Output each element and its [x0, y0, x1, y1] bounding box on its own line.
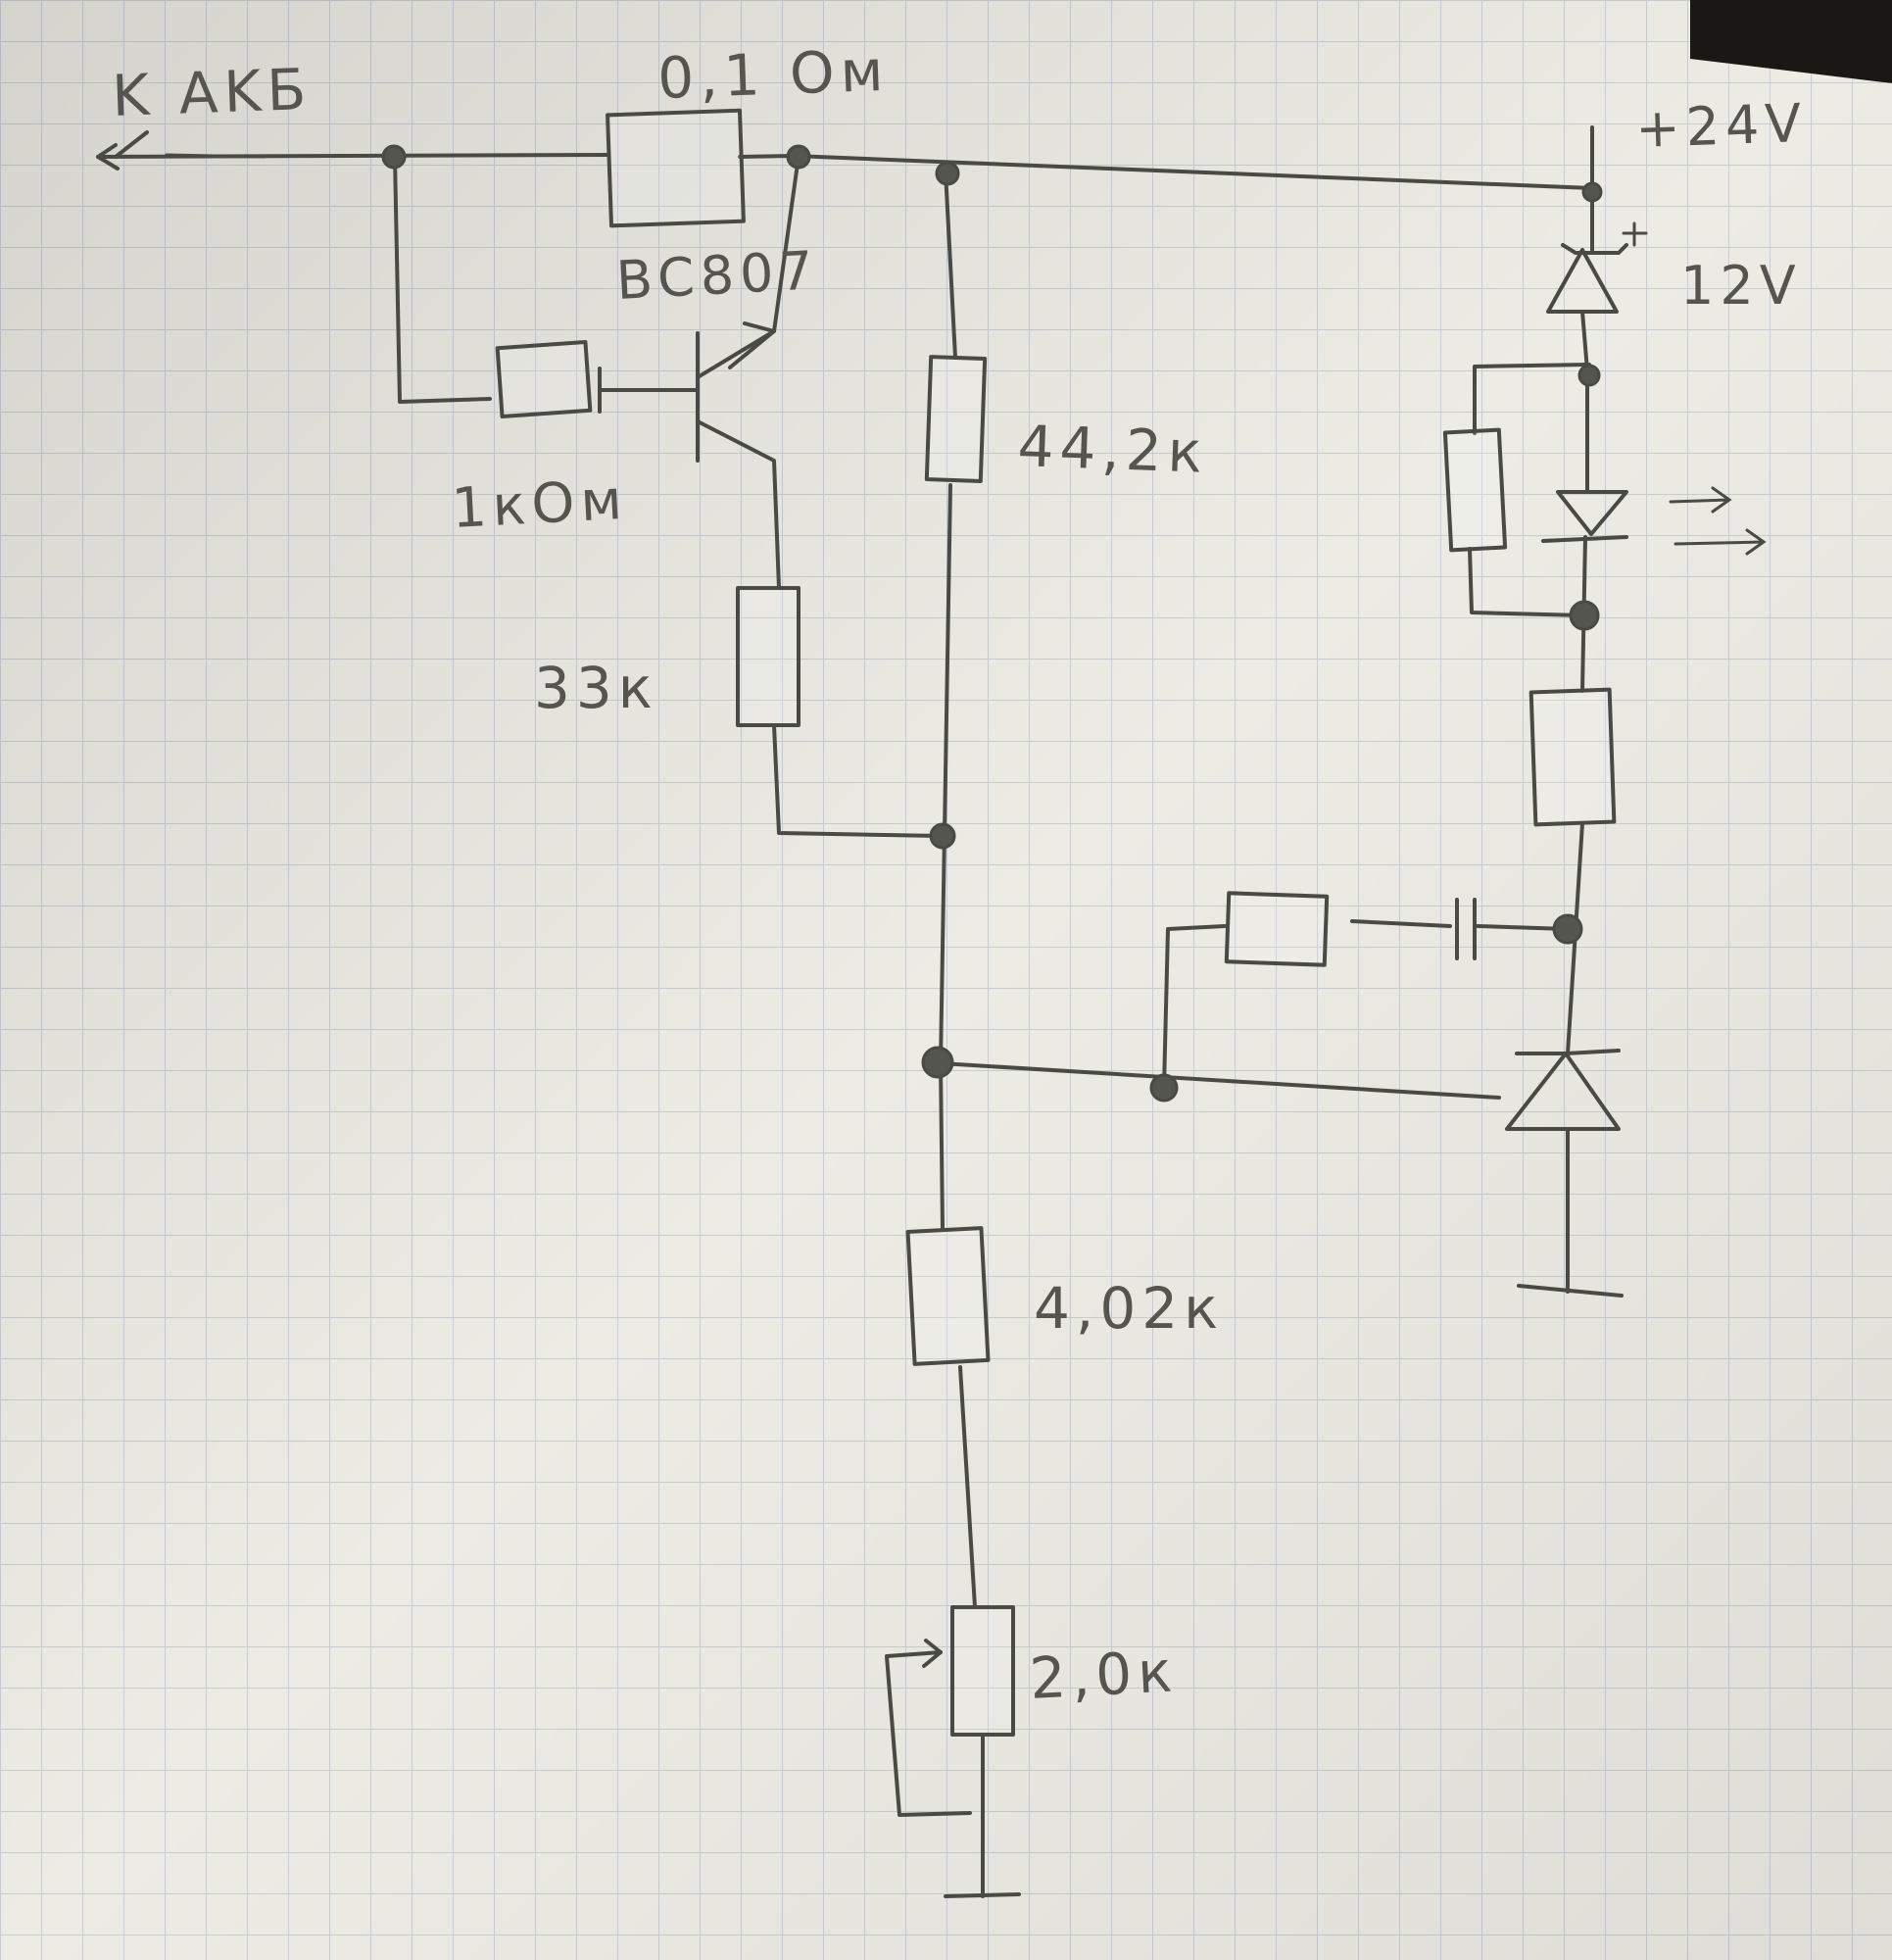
shunt-resistor	[606, 108, 746, 228]
ground-symbol-right	[1517, 1284, 1624, 1298]
label-output: K AKБ	[111, 56, 313, 129]
label-transistor: BC807	[614, 239, 820, 312]
collector-resistor	[736, 586, 800, 727]
label-shunt: 0,1 Ом	[656, 37, 890, 112]
divider-low-wire	[958, 1365, 977, 1609]
trimmer-resistor	[950, 1605, 1015, 1737]
output-arrow-icon	[114, 130, 149, 159]
led-bypass-wire	[1473, 363, 1591, 435]
label-base-resistor: 1кОм	[450, 468, 629, 541]
collector-wire	[772, 723, 943, 838]
lower-divider-resistor	[905, 1226, 991, 1366]
label-supply: +24V	[1634, 92, 1808, 160]
divider-top-wire	[944, 170, 957, 360]
led-icon	[1541, 486, 1767, 556]
led-series-resistor	[1528, 687, 1617, 827]
feedback-wire	[1162, 924, 1227, 1090]
ground-symbol-bottom	[944, 1892, 1021, 1898]
feedback-link	[1350, 919, 1452, 928]
tl431-regulator-icon	[1505, 1049, 1621, 1131]
label-upper-divider: 44,2к	[1017, 413, 1209, 486]
reference-wire	[939, 1061, 1501, 1100]
led-bypass-resistor	[1442, 427, 1508, 553]
capacitor-icon	[1455, 898, 1477, 960]
trimmer-wiper-icon	[885, 1639, 972, 1817]
base-wire	[393, 155, 492, 404]
transistor-icon	[696, 155, 800, 590]
base-resistor	[495, 339, 593, 419]
base-link	[598, 367, 700, 414]
label-zener: 12V	[1680, 255, 1802, 317]
label-lower-divider: 4,02к	[1034, 1275, 1224, 1342]
zener-diode-icon	[1546, 221, 1648, 372]
label-collector-resistor: 33к	[534, 655, 658, 721]
led-bypass-return	[1468, 547, 1584, 617]
label-trimmer: 2,0к	[1028, 1638, 1180, 1712]
feedback-resistor	[1224, 891, 1330, 967]
upper-divider-resistor	[924, 355, 988, 483]
junction-dots	[381, 144, 1603, 1102]
